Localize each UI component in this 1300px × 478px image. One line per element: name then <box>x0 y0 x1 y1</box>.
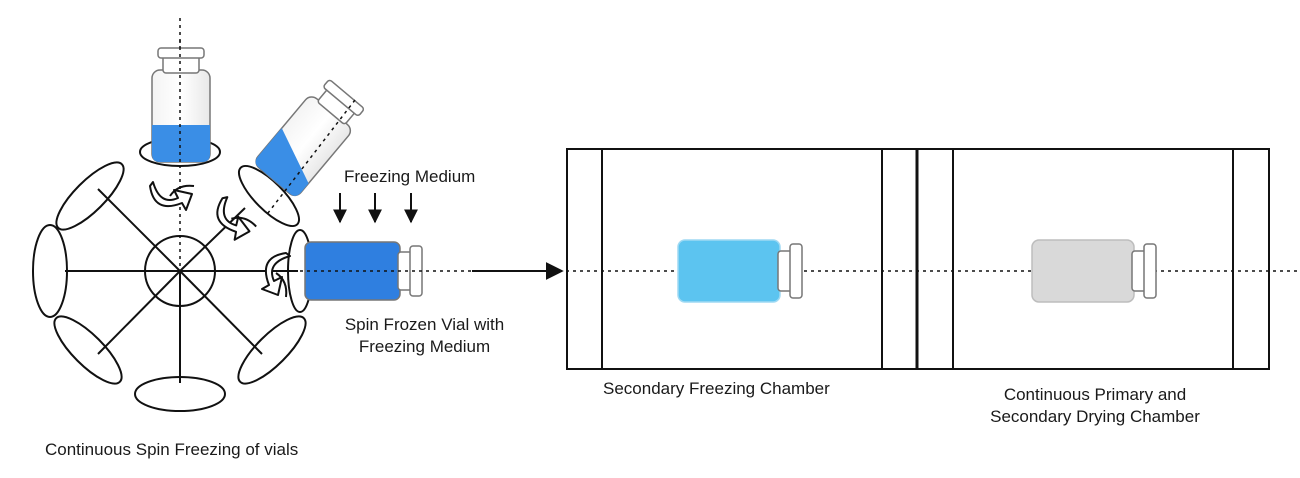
spin-freezing-wheel <box>32 18 313 412</box>
holder-plate-upper-right <box>238 165 300 227</box>
drying-chamber-label-line2: Secondary Drying Chamber <box>990 407 1200 426</box>
holder-plate-upper-left <box>55 161 125 231</box>
holder-plate-lower-left <box>53 315 123 385</box>
rotation-arrow-icon <box>149 181 195 211</box>
spin-frozen-vial-label: Spin Frozen Vial with Freezing Medium <box>322 314 527 358</box>
tilted-axis-dashed <box>267 99 356 214</box>
secondary-freezing-chamber-label: Secondary Freezing Chamber <box>603 379 830 398</box>
spin-frozen-vial-label-line1: Spin Frozen Vial with <box>344 315 505 334</box>
freezing-medium-label: Freezing Medium <box>344 167 476 186</box>
spoke-diagonal-ul <box>97 188 181 272</box>
holder-plate-bottom <box>134 376 226 412</box>
drying-chamber <box>915 148 1270 370</box>
vial-top <box>151 40 211 165</box>
vial-secondary-freezing <box>677 239 803 303</box>
vial-spin-frozen <box>304 241 423 301</box>
rotation-arrow-icon <box>261 252 291 298</box>
spoke-diagonal-lr <box>179 270 263 355</box>
holder-plate-left <box>32 224 68 318</box>
vial-tilted <box>255 79 365 197</box>
spin-freezing-caption: Continuous Spin Freezing of vials <box>45 440 299 459</box>
freezing-medium-arrows <box>333 193 418 224</box>
spoke-diagonal-ll <box>97 270 181 355</box>
holder-plate-lower-right <box>237 315 307 385</box>
spin-frozen-vial-label-line2: Freezing Medium <box>358 337 491 356</box>
rotation-arrow-icon <box>216 196 257 241</box>
vial-dried <box>1031 239 1157 303</box>
drying-chamber-label-line1: Continuous Primary and <box>1003 385 1187 404</box>
drying-chamber-label: Continuous Primary and Secondary Drying … <box>955 384 1235 428</box>
